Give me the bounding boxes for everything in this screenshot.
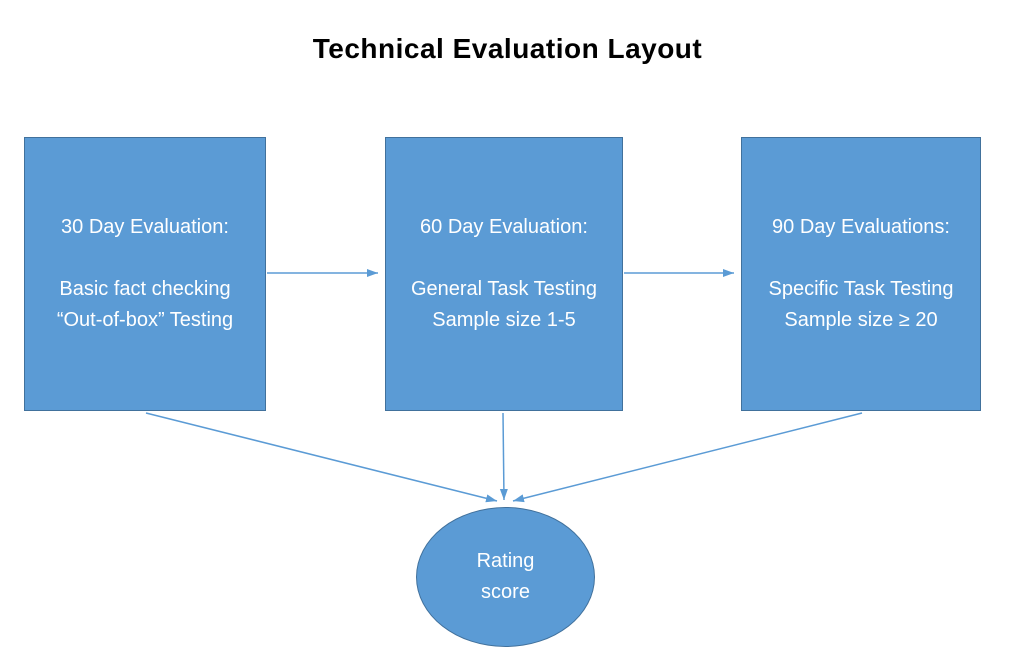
box-90-day-evaluation: 90 Day Evaluations: Specific Task Testin… (741, 137, 981, 411)
box-30-line-4: “Out-of-box” Testing (56, 309, 234, 331)
box-30-line-1: 30 Day Evaluation: (61, 216, 229, 238)
box-60-line-4: Sample size 1-5 (432, 309, 576, 331)
box-90-line-3: Specific Task Testing (768, 278, 954, 300)
box-60-day-evaluation: 60 Day Evaluation: General Task Testing … (385, 137, 623, 411)
box-30-day-evaluation: 30 Day Evaluation: Basic fact checking “… (24, 137, 266, 411)
rating-score-oval: Rating score (416, 507, 595, 647)
diagram-title: Technical Evaluation Layout (312, 33, 703, 64)
connector-60-to-rating-arrow (499, 412, 508, 501)
box-90-line-1: 90 Day Evaluations: (772, 216, 950, 238)
oval-line-2: score (481, 581, 530, 603)
box-60-line-1: 60 Day Evaluation: (420, 216, 588, 238)
connector-90-to-rating-arrow (512, 412, 863, 503)
connector-30-to-rating-arrow (145, 412, 498, 503)
box-60-line-3: General Task Testing (410, 278, 598, 300)
box-90-line-4: Sample size ≥ 20 (784, 309, 938, 331)
box-30-line-3: Basic fact checking (59, 278, 231, 300)
oval-line-1: Rating (476, 550, 535, 572)
